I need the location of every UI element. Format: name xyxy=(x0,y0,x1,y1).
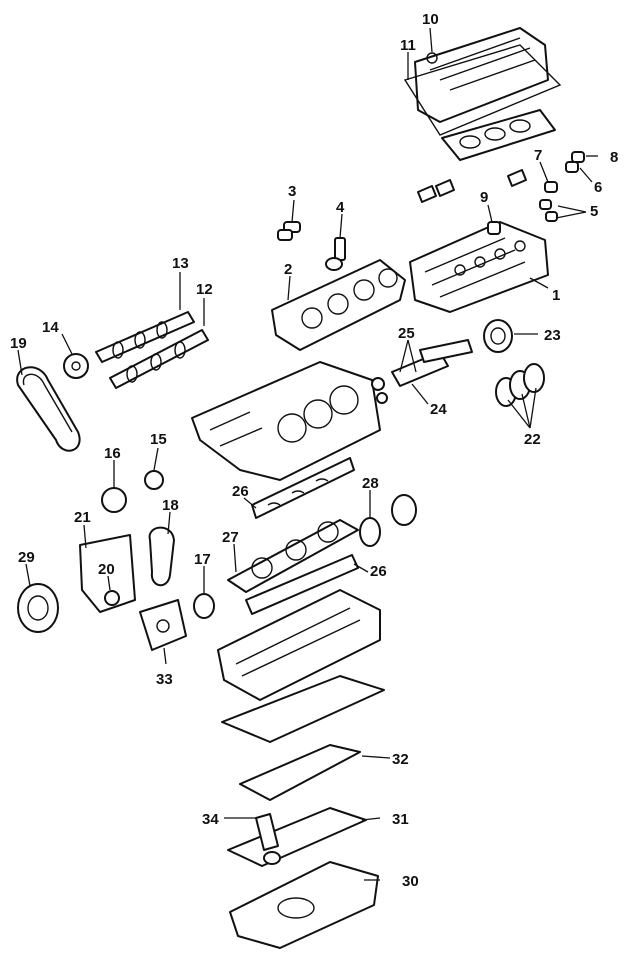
oil-pickup[interactable] xyxy=(255,813,281,865)
camshafts[interactable] xyxy=(95,311,209,389)
front-seal[interactable] xyxy=(193,593,215,619)
callout-4: 4 xyxy=(336,199,345,216)
head-gasket[interactable] xyxy=(271,259,406,351)
callout-13: 13 xyxy=(172,255,189,272)
callout-labels: 1 2 3 4 5 6 7 8 9 10 11 12 13 14 15 16 1… xyxy=(10,11,618,890)
callout-24: 24 xyxy=(430,401,447,418)
callout-14: 14 xyxy=(42,319,59,336)
pistons[interactable] xyxy=(495,363,545,407)
dowel-stud[interactable] xyxy=(325,237,346,271)
callout-7: 7 xyxy=(534,147,542,164)
callout-5: 5 xyxy=(590,203,598,220)
oil-pan-gasket[interactable] xyxy=(227,807,367,867)
engine-block[interactable] xyxy=(191,361,381,481)
callout-3: 3 xyxy=(288,183,296,200)
rocker-caps[interactable] xyxy=(417,169,527,203)
callout-10: 10 xyxy=(422,11,439,28)
callout-6: 6 xyxy=(594,179,602,196)
callout-30: 30 xyxy=(402,873,419,890)
callout-21: 21 xyxy=(74,509,91,526)
callout-11: 11 xyxy=(400,37,416,54)
callout-31: 31 xyxy=(392,811,409,828)
callout-15: 15 xyxy=(150,431,167,448)
cam-sprocket[interactable] xyxy=(63,353,89,379)
crank-pulley[interactable] xyxy=(17,583,59,633)
main-bearings-lower[interactable] xyxy=(245,554,359,615)
callout-28: 28 xyxy=(362,475,379,492)
callout-2: 2 xyxy=(284,261,292,278)
timing-chain[interactable] xyxy=(16,366,81,452)
rear-main-seal[interactable] xyxy=(359,494,417,547)
callout-23: 23 xyxy=(544,327,561,344)
callout-12: 12 xyxy=(196,281,213,298)
balance-chain[interactable] xyxy=(148,526,175,587)
oil-pan[interactable] xyxy=(229,861,379,949)
callout-17: 17 xyxy=(194,551,211,568)
intake-manifold-gasket[interactable] xyxy=(441,109,556,161)
callout-22: 22 xyxy=(524,431,541,448)
leader-lines xyxy=(17,27,598,881)
idler-pulley[interactable] xyxy=(101,470,164,513)
front-cover[interactable] xyxy=(79,534,136,613)
oil-baffle[interactable] xyxy=(221,675,385,743)
callout-20: 20 xyxy=(98,561,115,578)
fuel-pump-parts[interactable] xyxy=(371,339,473,404)
oil-pump[interactable] xyxy=(139,599,187,651)
main-bearings-upper[interactable] xyxy=(251,457,355,519)
callout-8: 8 xyxy=(610,149,618,166)
callout-9: 9 xyxy=(480,189,488,206)
balancer[interactable] xyxy=(483,319,513,353)
callout-33: 33 xyxy=(156,671,173,688)
callout-29: 29 xyxy=(18,549,35,566)
lower-crankcase[interactable] xyxy=(217,589,381,701)
bearing-caps[interactable] xyxy=(239,744,361,801)
callout-26-upper: 26 xyxy=(232,483,249,500)
cylinder-head[interactable] xyxy=(409,221,549,313)
callout-25: 25 xyxy=(398,325,415,342)
callout-18: 18 xyxy=(162,497,179,514)
spark-plug-tubes[interactable] xyxy=(539,151,585,222)
crankshaft[interactable] xyxy=(227,519,359,593)
callout-32: 32 xyxy=(392,751,409,768)
callout-1: 1 xyxy=(552,287,560,304)
valve-cover[interactable] xyxy=(403,27,562,136)
head-bolt[interactable] xyxy=(277,221,301,241)
callout-26-lower: 26 xyxy=(370,563,387,580)
callout-19: 19 xyxy=(10,335,27,352)
callout-34: 34 xyxy=(202,811,219,828)
callout-27: 27 xyxy=(222,529,239,546)
callout-16: 16 xyxy=(104,445,121,462)
